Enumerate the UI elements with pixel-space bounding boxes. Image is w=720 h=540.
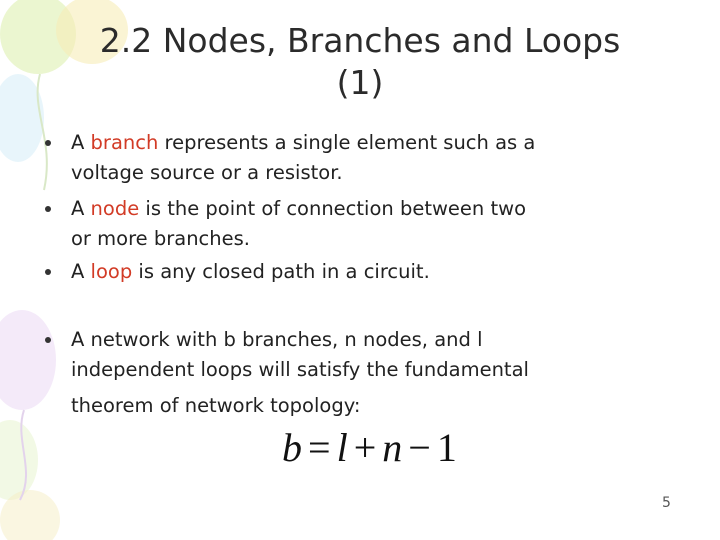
bullet-dot-icon <box>45 337 51 343</box>
balloon-string-icon <box>19 409 28 501</box>
term-loop: loop <box>90 260 133 283</box>
bullet-line: A network with b branches, n nodes, and … <box>71 328 483 351</box>
bullet-dot-icon <box>45 269 51 275</box>
equation-one: 1 <box>436 425 457 470</box>
topology-equation: b=l+n−1 <box>282 424 457 472</box>
bullet-line: theorem of network topology: <box>71 394 361 417</box>
bullet-loop: A loop is any closed path in a circuit. <box>45 257 685 287</box>
equation-plus: + <box>353 425 377 470</box>
balloon-string-icon <box>36 73 48 191</box>
slide-title: 2.2 Nodes, Branches and Loops (1) <box>30 20 690 104</box>
bullet-dot-icon <box>45 140 51 146</box>
bullet-line: independent loops will satisfy the funda… <box>71 358 529 381</box>
balloon-icon <box>0 420 38 500</box>
balloon-icon <box>0 310 56 410</box>
equation-minus: − <box>408 425 431 470</box>
bullet-branch: A branch represents a single element suc… <box>45 128 685 188</box>
bullet-text: represents a single element such as a <box>158 131 536 154</box>
slide-title-line-2: (1) <box>336 63 384 102</box>
bullet-text: A <box>71 131 91 154</box>
bullet-line: A node is the point of connection betwee… <box>71 194 685 224</box>
bullet-text: is any closed path in a circuit. <box>132 260 430 283</box>
term-branch: branch <box>90 131 159 154</box>
bullet-dot-icon <box>45 206 51 212</box>
balloon-icon <box>0 490 60 540</box>
bullet-text: A <box>71 197 91 220</box>
equation-b: b <box>282 425 302 470</box>
balloon-icon <box>56 0 128 64</box>
bullet-text: is the point of connection between two <box>139 197 527 220</box>
bullet-line: or more branches. <box>71 227 250 250</box>
balloon-icon <box>0 0 76 74</box>
bullet-text: A <box>71 260 91 283</box>
page-number: 5 <box>662 495 671 511</box>
slide-title-line-1: 2.2 Nodes, Branches and Loops <box>99 21 621 60</box>
bullet-line: A branch represents a single element suc… <box>71 128 685 158</box>
equation-n: n <box>382 425 403 470</box>
term-node: node <box>90 197 140 220</box>
bullet-topology: A network with b branches, n nodes, and … <box>45 325 685 421</box>
bullet-line: A loop is any closed path in a circuit. <box>71 257 685 287</box>
bullet-line: voltage source or a resistor. <box>71 161 343 184</box>
balloon-icon <box>0 74 44 162</box>
equation-l: l <box>336 425 348 470</box>
bullet-node: A node is the point of connection betwee… <box>45 194 685 254</box>
equation-equals: = <box>308 425 331 470</box>
